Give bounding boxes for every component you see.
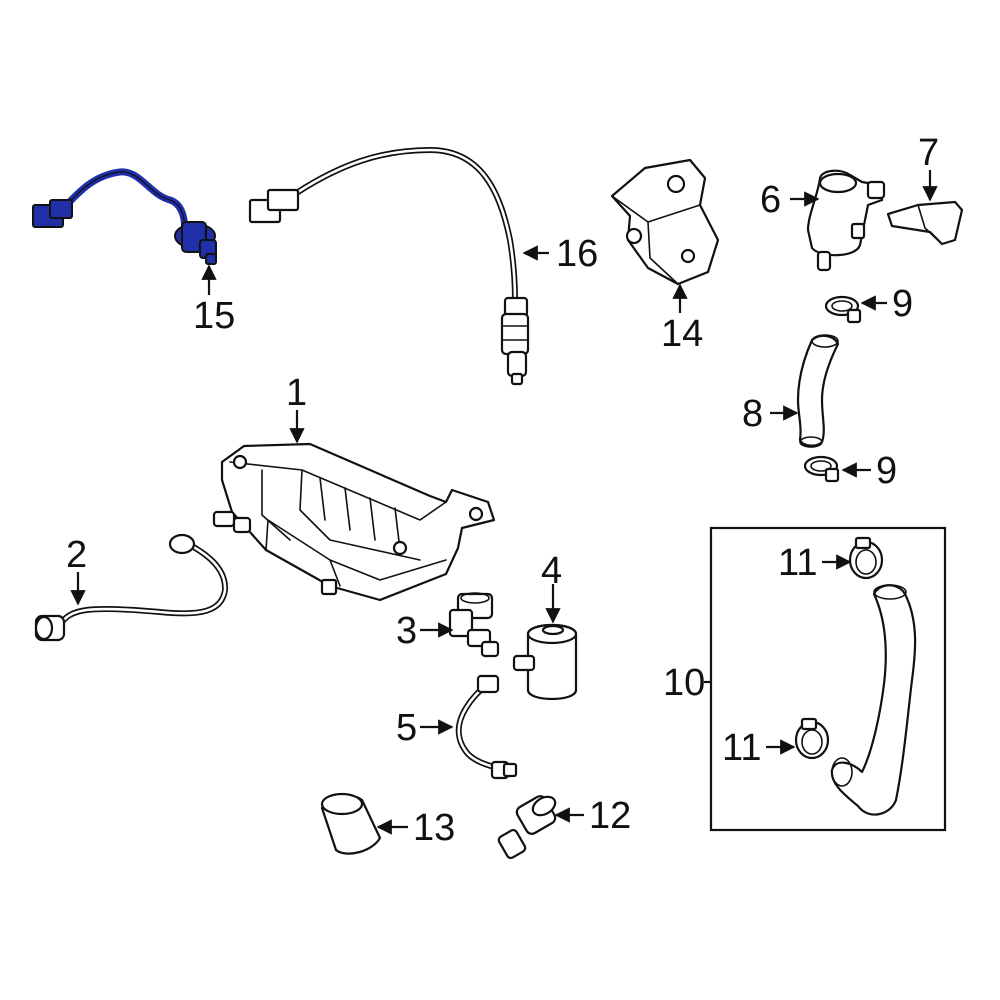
part-14-bracket[interactable] (610, 158, 720, 286)
callout-10: 10 (663, 662, 705, 704)
part-7-connector[interactable] (886, 200, 964, 246)
part-9-clamp-lower[interactable] (803, 455, 840, 483)
callout-3: 3 (396, 610, 417, 652)
part-4-filter[interactable] (512, 623, 578, 700)
callout-14: 14 (661, 313, 703, 355)
callout-6: 6 (760, 179, 781, 221)
callout-8: 8 (742, 393, 763, 435)
callout-4: 4 (541, 550, 562, 592)
callout-15: 15 (193, 295, 235, 337)
part-16-oxygen-sensor[interactable] (248, 146, 530, 386)
callout-2: 2 (66, 534, 87, 576)
part-6-valve[interactable] (806, 169, 886, 272)
part-8-hose[interactable] (796, 334, 840, 448)
callout-7: 7 (918, 132, 939, 174)
callout-13: 13 (413, 807, 455, 849)
part-9-clamp-upper[interactable] (824, 295, 862, 324)
callout-5: 5 (396, 707, 417, 749)
part-12-check-valve[interactable] (497, 793, 558, 860)
part-2-vapor-hose[interactable] (34, 533, 229, 642)
part-13-cap[interactable] (320, 792, 382, 855)
callout-16: 16 (556, 233, 598, 275)
part-3-purge-valve[interactable] (448, 592, 500, 658)
callout-12: 12 (589, 795, 631, 837)
part-15-oxygen-sensor[interactable] (32, 168, 217, 265)
callout-9-upper: 9 (892, 283, 913, 325)
part-11-clamp-lower[interactable] (794, 717, 830, 760)
callout-11-upper: 11 (778, 542, 817, 584)
part-11-clamp-upper[interactable] (848, 536, 884, 580)
part-10-hose[interactable] (830, 584, 917, 816)
part-5-hose[interactable] (455, 674, 518, 780)
callout-11-lower: 11 (722, 727, 761, 769)
part-1-canister[interactable] (212, 442, 496, 602)
part-10-assembly-frame (709, 526, 947, 832)
callout-1: 1 (286, 372, 307, 414)
callout-9-lower: 9 (876, 450, 897, 492)
